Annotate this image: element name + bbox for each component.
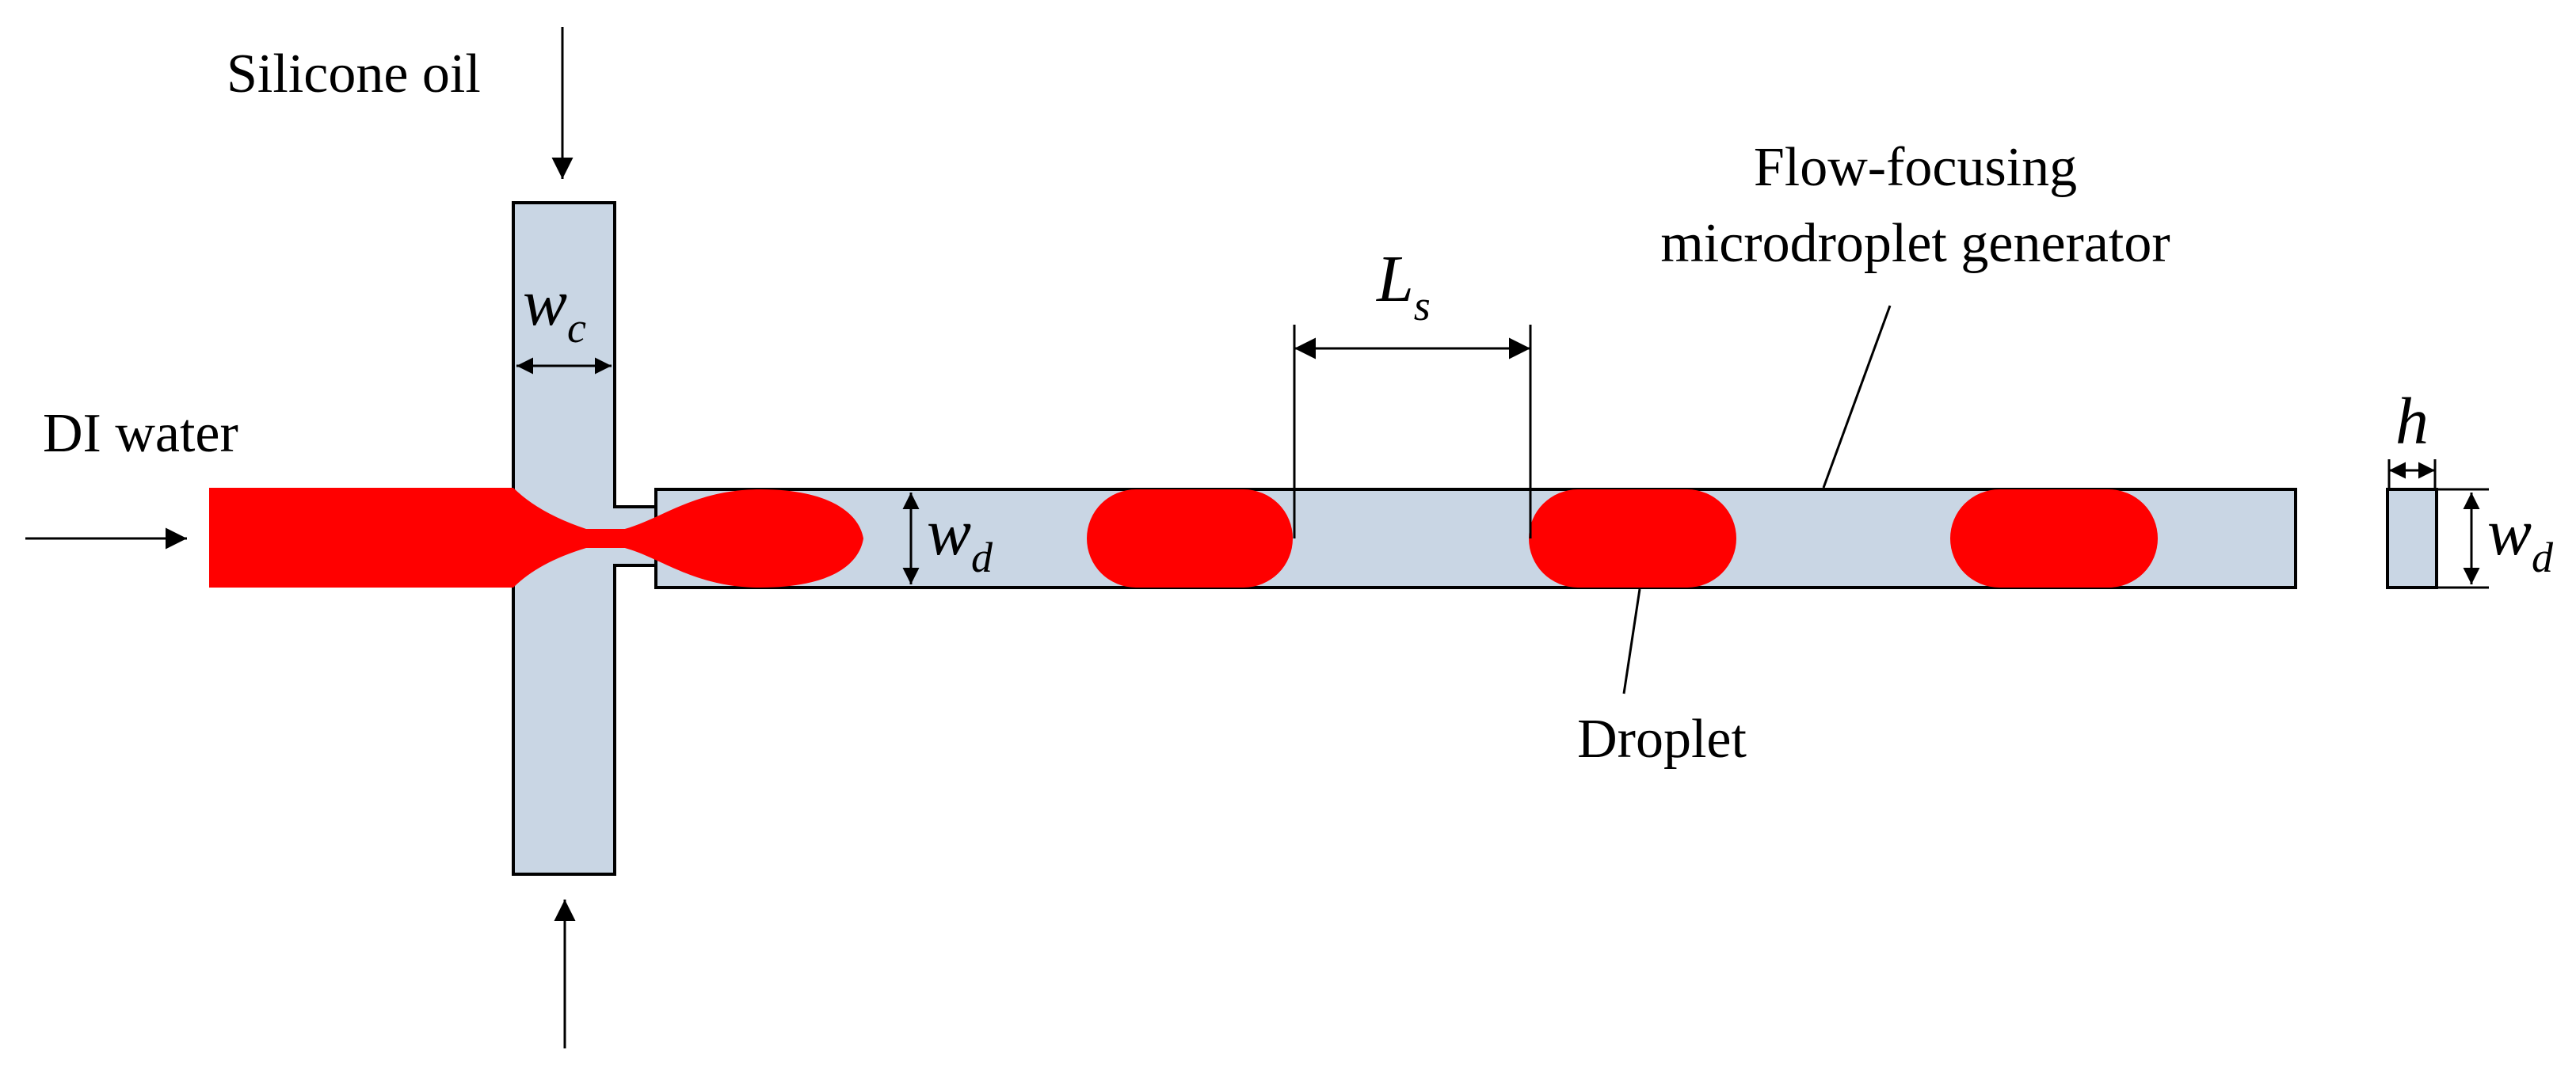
droplet-1 [1087,489,1293,588]
forming-droplet [602,489,863,588]
wd-channel-symbol: wd [927,496,993,581]
generator-label-line1: Flow-focusing [1754,137,2077,198]
h-symbol: h [2395,385,2429,458]
wc-symbol: wc [523,266,586,352]
droplet-leader [1622,588,1641,694]
channel-cross-section [2386,488,2438,589]
droplet-label: Droplet [1577,709,1747,770]
droplet-2 [1529,489,1736,588]
silicone-oil-label: Silicone oil [227,44,481,105]
water-inlet-stream [209,488,656,588]
ls-symbol: Ls [1376,242,1431,329]
wd-section-symbol: wd [2487,496,2554,581]
generator-leader [1822,305,1892,489]
generator-label-line2: microdroplet generator [1660,213,2170,274]
droplet-3 [1950,489,2158,588]
di-water-label: DI water [43,403,238,464]
